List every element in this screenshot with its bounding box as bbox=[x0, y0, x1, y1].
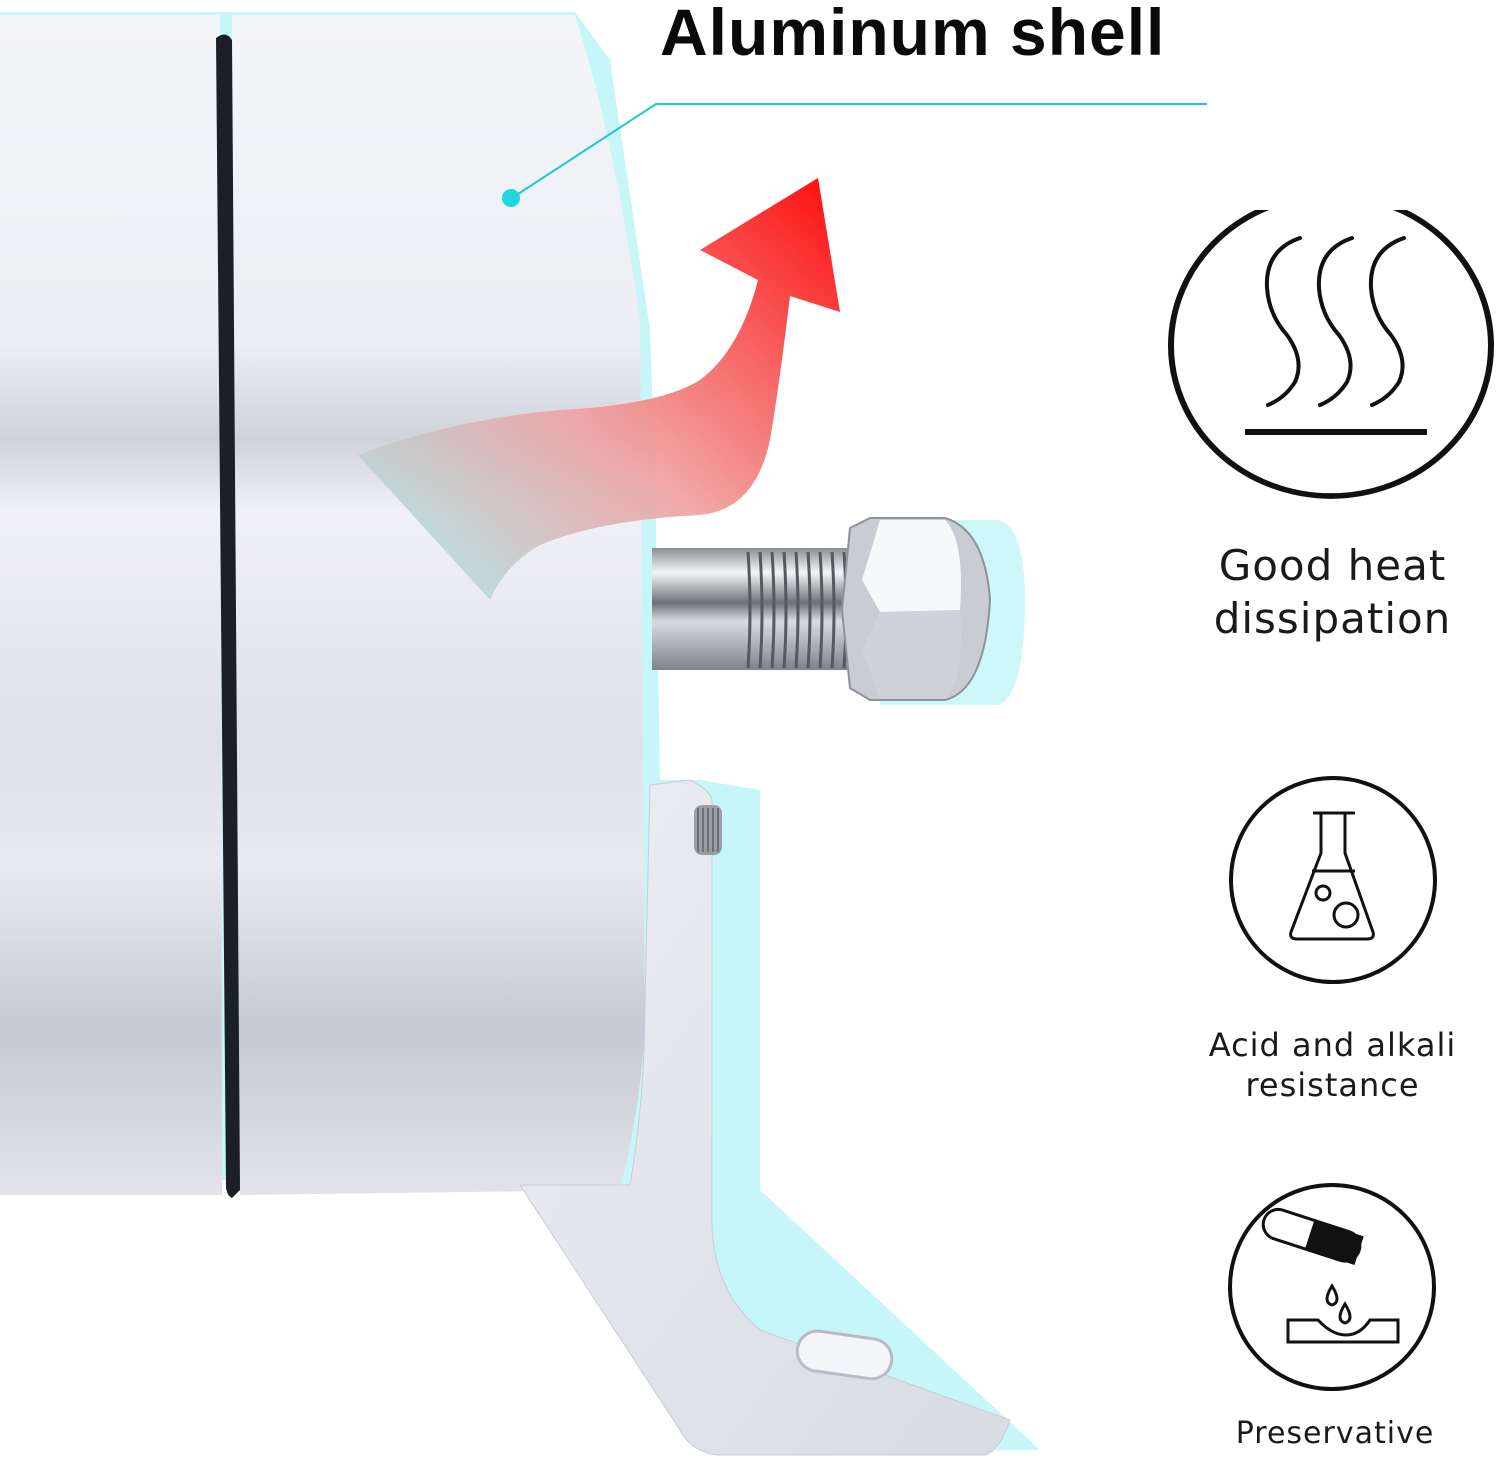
headline-aluminum-shell: Aluminum shell bbox=[660, 0, 1166, 69]
flask-icon bbox=[1229, 776, 1437, 984]
corrosion-icon bbox=[1228, 1183, 1436, 1391]
feature-label-line2: dissipation bbox=[1213, 593, 1452, 643]
feature-label-line2: resistance bbox=[1245, 1066, 1420, 1104]
heat-dissipation-icon bbox=[1168, 210, 1494, 499]
feature-label-line1: Preservative bbox=[1235, 1416, 1435, 1451]
feature-label-line1: Acid and alkali bbox=[1208, 1026, 1457, 1064]
feature-label-line1: Good heat bbox=[1218, 541, 1447, 590]
feature-acid-alkali-resistance: Acid and alkali resistance bbox=[1195, 775, 1470, 1105]
feature-preservative: Preservative bbox=[1200, 1180, 1470, 1453]
feature-heat-dissipation: Good heat dissipation bbox=[1165, 210, 1500, 645]
